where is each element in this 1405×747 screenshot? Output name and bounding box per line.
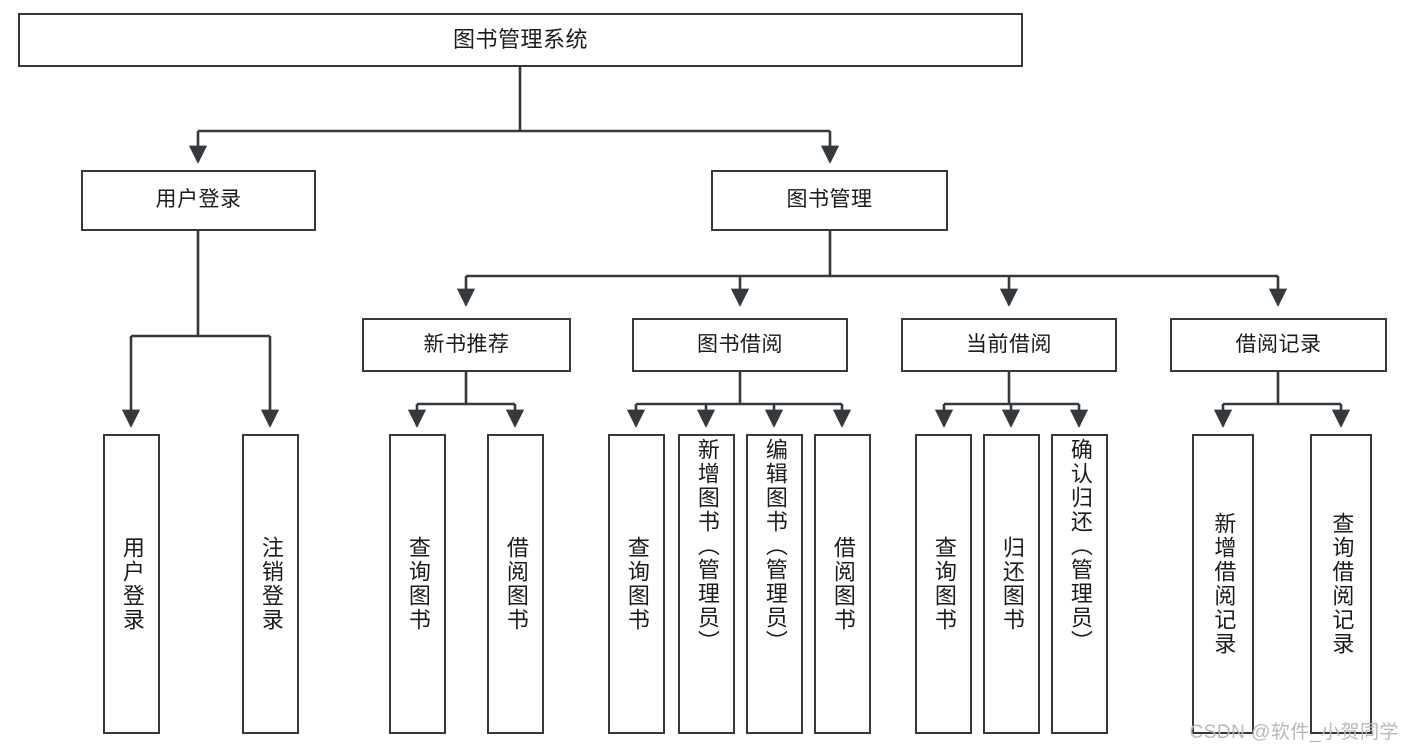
node-label: 新书推荐 [423,332,510,356]
node-new-book-recommend[interactable]: 新书推荐 [362,318,571,372]
node-label: 用户登录 [155,188,242,212]
leaf-query-books-recommend[interactable]: 查询图书 [389,434,446,734]
node-borrow-records[interactable]: 借阅记录 [1170,318,1387,372]
leaf-confirm-return-admin[interactable]: 确认归还（管理员） [1051,434,1108,734]
node-label: 借阅记录 [1235,332,1322,356]
leaf-add-book-admin[interactable]: 新增图书（管理员） [678,434,735,734]
node-label: 查询图书 [405,536,431,632]
node-label: 借阅图书 [503,536,529,632]
node-label: 图书管理系统 [452,27,588,53]
node-label: 图书借阅 [697,332,783,356]
node-root-system[interactable]: 图书管理系统 [18,13,1023,67]
leaf-borrow-books[interactable]: 借阅图书 [814,434,871,734]
node-label: 借阅图书 [830,536,856,632]
node-book-management[interactable]: 图书管理 [711,170,948,231]
node-label: 编辑图书（管理员） [762,438,788,654]
node-label: 图书管理 [786,188,873,212]
leaf-query-books-current[interactable]: 查询图书 [915,434,972,734]
node-label: 新增借阅记录 [1211,512,1237,656]
node-user-login[interactable]: 用户登录 [81,170,316,231]
leaf-add-borrow-record[interactable]: 新增借阅记录 [1192,434,1254,734]
node-label: 归还图书 [999,536,1025,632]
leaf-user-login[interactable]: 用户登录 [103,434,160,734]
node-label: 当前借阅 [966,332,1052,356]
leaf-query-borrow-record[interactable]: 查询借阅记录 [1310,434,1372,734]
node-label: 查询借阅记录 [1329,512,1355,656]
leaf-edit-book-admin[interactable]: 编辑图书（管理员） [746,434,803,734]
node-label: 查询图书 [931,536,957,632]
node-label: 确认归还（管理员） [1067,438,1093,654]
node-current-borrow[interactable]: 当前借阅 [901,318,1117,372]
leaf-return-books[interactable]: 归还图书 [983,434,1040,734]
node-label: 用户登录 [119,536,145,632]
node-label: 查询图书 [624,536,650,632]
leaf-query-books-borrow[interactable]: 查询图书 [608,434,665,734]
node-label: 注销登录 [258,536,284,632]
node-label: 新增图书（管理员） [694,438,720,654]
leaf-borrow-books-recommend[interactable]: 借阅图书 [487,434,544,734]
node-book-borrow[interactable]: 图书借阅 [632,318,848,372]
leaf-logout[interactable]: 注销登录 [242,434,299,734]
